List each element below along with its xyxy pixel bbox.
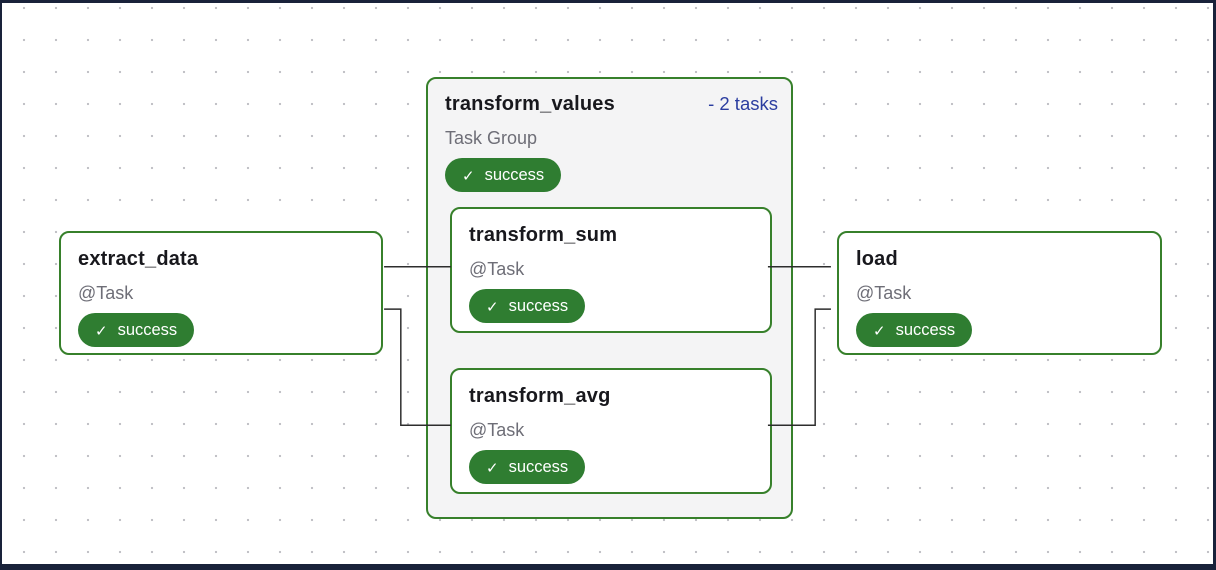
task-operator-label: @Task bbox=[78, 283, 134, 303]
status-badge-success: ✓ success bbox=[856, 313, 973, 347]
task-group-transform-values[interactable]: transform_values - 2 tasks Task Group ✓ … bbox=[426, 77, 793, 519]
task-operator-label: @Task bbox=[856, 283, 912, 303]
status-badge-success: ✓ success bbox=[78, 313, 195, 347]
task-node-transform-sum[interactable]: transform_sum @Task ✓ success bbox=[450, 207, 772, 333]
status-label: success bbox=[484, 165, 545, 184]
task-group-type-label: Task Group bbox=[445, 128, 538, 148]
check-icon: ✓ bbox=[486, 298, 499, 316]
check-icon: ✓ bbox=[486, 459, 499, 477]
collapse-group-button[interactable]: - 2 tasks bbox=[708, 93, 778, 114]
task-node-transform-avg[interactable]: transform_avg @Task ✓ success bbox=[450, 368, 772, 494]
task-operator-label: @Task bbox=[469, 259, 525, 279]
task-node-load[interactable]: load @Task ✓ success bbox=[837, 231, 1162, 355]
task-title: transform_sum bbox=[469, 224, 618, 246]
status-badge-success: ✓ success bbox=[469, 289, 586, 323]
check-icon: ✓ bbox=[462, 167, 475, 185]
task-title: extract_data bbox=[78, 248, 199, 270]
task-group-title: transform_values bbox=[445, 93, 615, 115]
status-label: success bbox=[117, 320, 178, 339]
status-label: success bbox=[508, 457, 569, 476]
check-icon: ✓ bbox=[95, 322, 108, 340]
check-icon: ✓ bbox=[873, 322, 886, 340]
status-badge-success: ✓ success bbox=[445, 158, 562, 192]
task-group-header: transform_values - 2 tasks Task Group ✓ … bbox=[428, 79, 791, 192]
task-title: load bbox=[856, 248, 898, 270]
task-operator-label: @Task bbox=[469, 420, 525, 440]
task-title: transform_avg bbox=[469, 385, 611, 407]
status-label: success bbox=[508, 296, 569, 315]
task-node-extract-data[interactable]: extract_data @Task ✓ success bbox=[59, 231, 383, 355]
status-label: success bbox=[895, 320, 956, 339]
status-badge-success: ✓ success bbox=[469, 450, 586, 484]
